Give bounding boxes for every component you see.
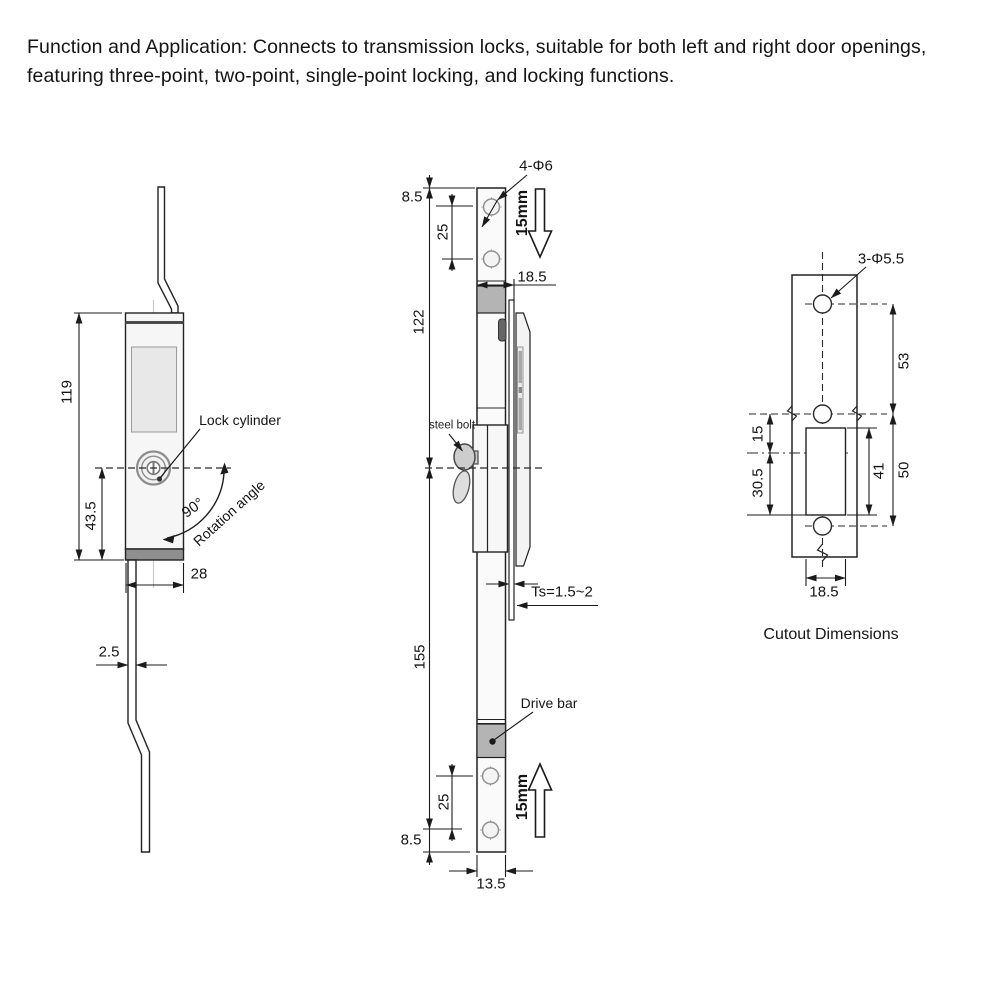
assembly-dimensions	[423, 174, 598, 877]
dim-43-5-label: 43.5	[82, 501, 100, 531]
stroke-15mm-top-label: 15mm	[514, 189, 531, 237]
rotation-angle-arc	[162, 462, 229, 544]
dim-18-5-cutout-label: 18.5	[809, 583, 839, 601]
dim-53-label: 53	[895, 352, 913, 370]
assembly-view-drawing	[423, 174, 598, 877]
steel-bolt-label: steel bolt	[428, 419, 476, 432]
stroke-arrow-up-icon	[527, 762, 553, 838]
steel-bolt	[452, 443, 479, 504]
holes-3-phi5-5-label: 3-Φ5.5	[857, 250, 905, 268]
dim-2-5-label: 2.5	[98, 643, 120, 661]
body-bottom-plate	[124, 548, 185, 561]
cutout-opening	[805, 427, 847, 516]
dim-15-label: 15	[749, 425, 767, 443]
dim-122-label: 122	[410, 309, 428, 335]
dim-30-5-label: 30.5	[749, 468, 767, 498]
steel-bolt-leader	[448, 433, 463, 452]
dim-8-5-bottom-label: 8.5	[400, 831, 422, 849]
cutout-dimensions-title: Cutout Dimensions	[763, 626, 899, 643]
cutout-view-drawing	[747, 252, 897, 586]
mounting-panel-edge	[508, 299, 515, 621]
stroke-15mm-bottom-label: 15mm	[514, 773, 531, 821]
dim-18-5-depth-label: 18.5	[517, 268, 547, 286]
cutout-holes	[812, 294, 833, 536]
top-locking-rod	[157, 186, 179, 314]
dim-8-5-top-label: 8.5	[401, 188, 423, 206]
dim-41-label: 41	[870, 462, 888, 480]
dim-13-5-label: 13.5	[476, 875, 506, 893]
holes-leader	[481, 174, 528, 228]
dim-28-label: 28	[190, 565, 208, 583]
dim-50-label: 50	[895, 461, 913, 479]
lock-cylinder-label: Lock cylinder	[199, 412, 281, 428]
lock-cylinder-leader	[159, 428, 201, 479]
dim-25-top-label: 25	[434, 223, 452, 241]
drive-bar-label: Drive bar	[520, 695, 578, 711]
bottom-locking-rod	[127, 559, 151, 853]
side-view-drawing	[74, 186, 231, 853]
dim-119-label: 119	[58, 380, 76, 404]
dim-25-bottom-label: 25	[435, 793, 453, 811]
cutout-dimensions-lines	[747, 266, 897, 586]
upper-connector-block	[476, 285, 507, 314]
holes-4-phi6-label: 4-Φ6	[519, 157, 553, 175]
drive-bar-leader	[493, 711, 534, 741]
stroke-arrow-down-icon	[527, 188, 553, 259]
mounting-holes	[480, 197, 502, 840]
dim-body-width	[125, 563, 185, 593]
page-title: Function and Application: Connects to tr…	[27, 36, 927, 87]
panel-thickness-label: Ts=1.5~2	[531, 583, 593, 601]
cutout-holes-leader	[830, 266, 867, 299]
dim-155-label: 155	[411, 644, 429, 670]
